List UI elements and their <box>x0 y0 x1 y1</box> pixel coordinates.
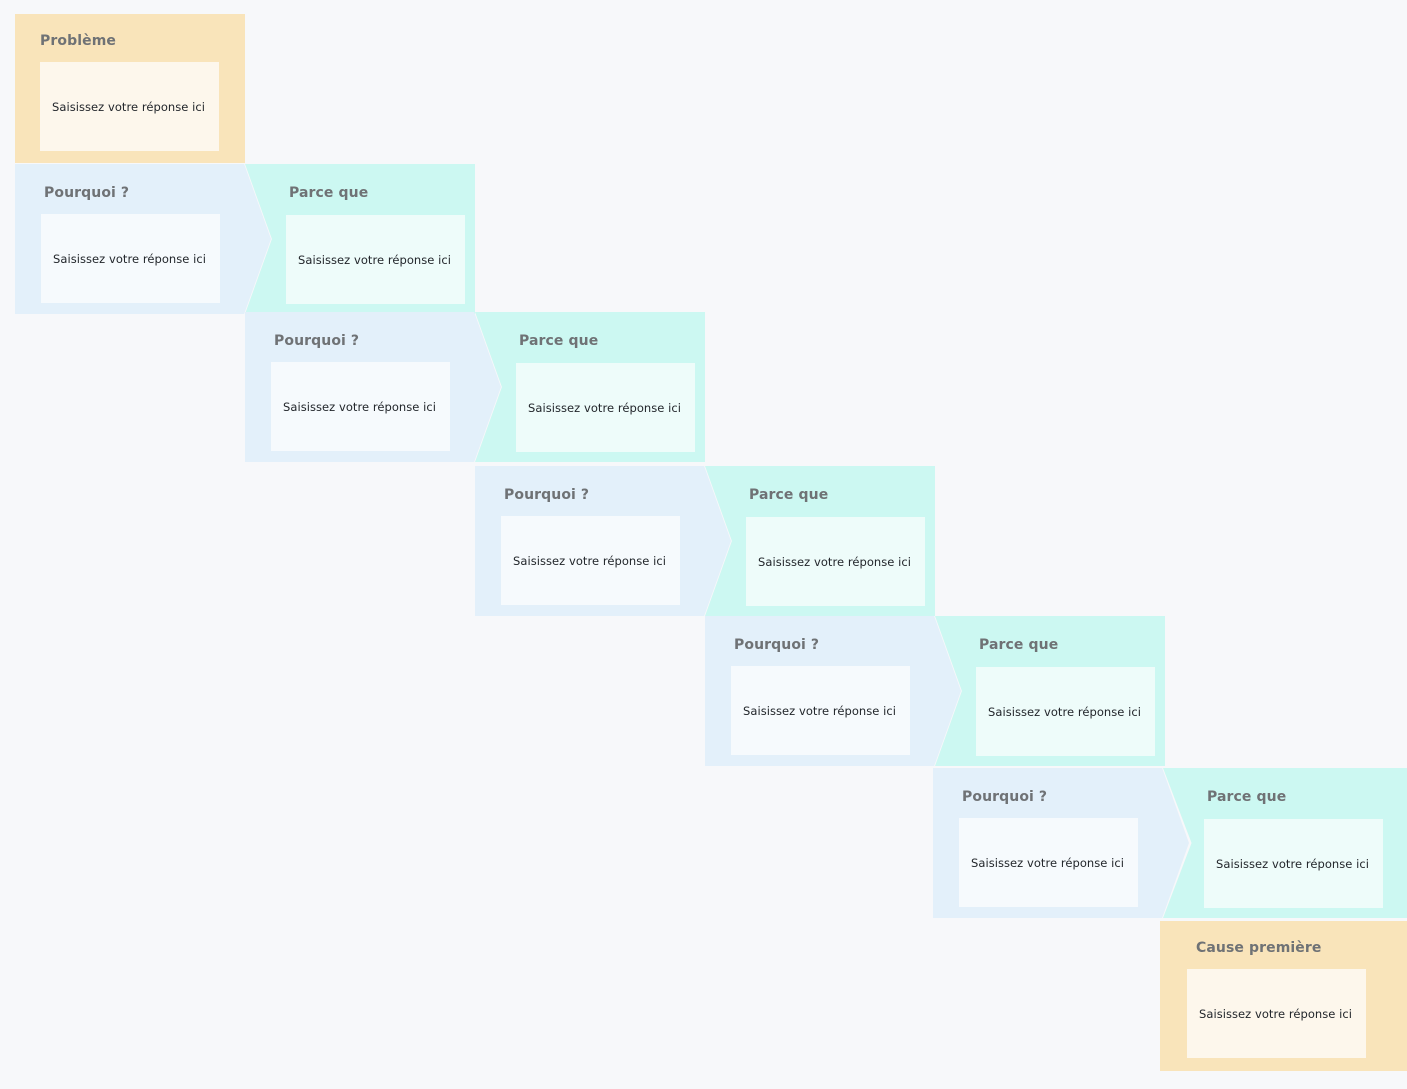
root-cause-panel[interactable]: Cause première Saisissez votre réponse i… <box>1160 921 1407 1071</box>
because-panel-3-title: Parce que <box>749 487 829 503</box>
why-panel-2-title: Pourquoi ? <box>274 333 360 349</box>
because-panel-4[interactable]: Parce que Saisissez votre réponse ici <box>935 616 1165 766</box>
because-panel-3-answer-card[interactable]: Saisissez votre réponse ici <box>746 517 925 606</box>
why-panel-3[interactable]: Pourquoi ? Saisissez votre réponse ici <box>475 466 731 616</box>
why-panel-3-answer-text: Saisissez votre réponse ici <box>513 553 666 568</box>
why-panel-5-answer-text: Saisissez votre réponse ici <box>971 855 1124 870</box>
why-panel-1-title: Pourquoi ? <box>44 185 130 201</box>
why-panel-1-answer-text: Saisissez votre réponse ici <box>53 251 206 266</box>
because-panel-2[interactable]: Parce que Saisissez votre réponse ici <box>475 312 705 462</box>
why-panel-2[interactable]: Pourquoi ? Saisissez votre réponse ici <box>245 312 501 462</box>
why-panel-1[interactable]: Pourquoi ? Saisissez votre réponse ici <box>15 164 271 314</box>
root-cause-panel-title: Cause première <box>1196 940 1322 956</box>
problem-panel-title: Problème <box>40 33 116 49</box>
why-panel-4-answer-card[interactable]: Saisissez votre réponse ici <box>731 666 910 755</box>
why-panel-1-answer-card[interactable]: Saisissez votre réponse ici <box>41 214 220 303</box>
because-panel-1-answer-card[interactable]: Saisissez votre réponse ici <box>286 215 465 304</box>
why-panel-3-answer-card[interactable]: Saisissez votre réponse ici <box>501 516 680 605</box>
because-panel-3[interactable]: Parce que Saisissez votre réponse ici <box>705 466 935 616</box>
why-panel-2-answer-card[interactable]: Saisissez votre réponse ici <box>271 362 450 451</box>
root-cause-answer-card[interactable]: Saisissez votre réponse ici <box>1187 969 1366 1058</box>
why-panel-3-title: Pourquoi ? <box>504 487 590 503</box>
because-panel-5[interactable]: Parce que Saisissez votre réponse ici <box>1163 768 1407 918</box>
why-panel-4-answer-text: Saisissez votre réponse ici <box>743 703 896 718</box>
because-panel-4-answer-text: Saisissez votre réponse ici <box>988 704 1141 719</box>
because-panel-1-answer-text: Saisissez votre réponse ici <box>298 252 451 267</box>
root-cause-answer-text: Saisissez votre réponse ici <box>1199 1006 1352 1021</box>
why-panel-5-answer-card[interactable]: Saisissez votre réponse ici <box>959 818 1138 907</box>
why-panel-5[interactable]: Pourquoi ? Saisissez votre réponse ici <box>933 768 1189 918</box>
because-panel-2-answer-card[interactable]: Saisissez votre réponse ici <box>516 363 695 452</box>
why-panel-5-title: Pourquoi ? <box>962 789 1048 805</box>
because-panel-5-title: Parce que <box>1207 789 1287 805</box>
why-panel-4-title: Pourquoi ? <box>734 637 820 653</box>
because-panel-1[interactable]: Parce que Saisissez votre réponse ici <box>245 164 475 314</box>
why-panel-2-answer-text: Saisissez votre réponse ici <box>283 399 436 414</box>
because-panel-4-answer-card[interactable]: Saisissez votre réponse ici <box>976 667 1155 756</box>
problem-answer-card[interactable]: Saisissez votre réponse ici <box>40 62 219 151</box>
because-panel-5-answer-text: Saisissez votre réponse ici <box>1216 856 1369 871</box>
because-panel-4-title: Parce que <box>979 637 1059 653</box>
because-panel-2-answer-text: Saisissez votre réponse ici <box>528 400 681 415</box>
why-panel-4[interactable]: Pourquoi ? Saisissez votre réponse ici <box>705 616 961 766</box>
problem-panel[interactable]: Problème Saisissez votre réponse ici <box>15 14 245 163</box>
because-panel-5-answer-card[interactable]: Saisissez votre réponse ici <box>1204 819 1383 908</box>
because-panel-1-title: Parce que <box>289 185 369 201</box>
problem-answer-text: Saisissez votre réponse ici <box>52 99 205 114</box>
because-panel-3-answer-text: Saisissez votre réponse ici <box>758 554 911 569</box>
because-panel-2-title: Parce que <box>519 333 599 349</box>
